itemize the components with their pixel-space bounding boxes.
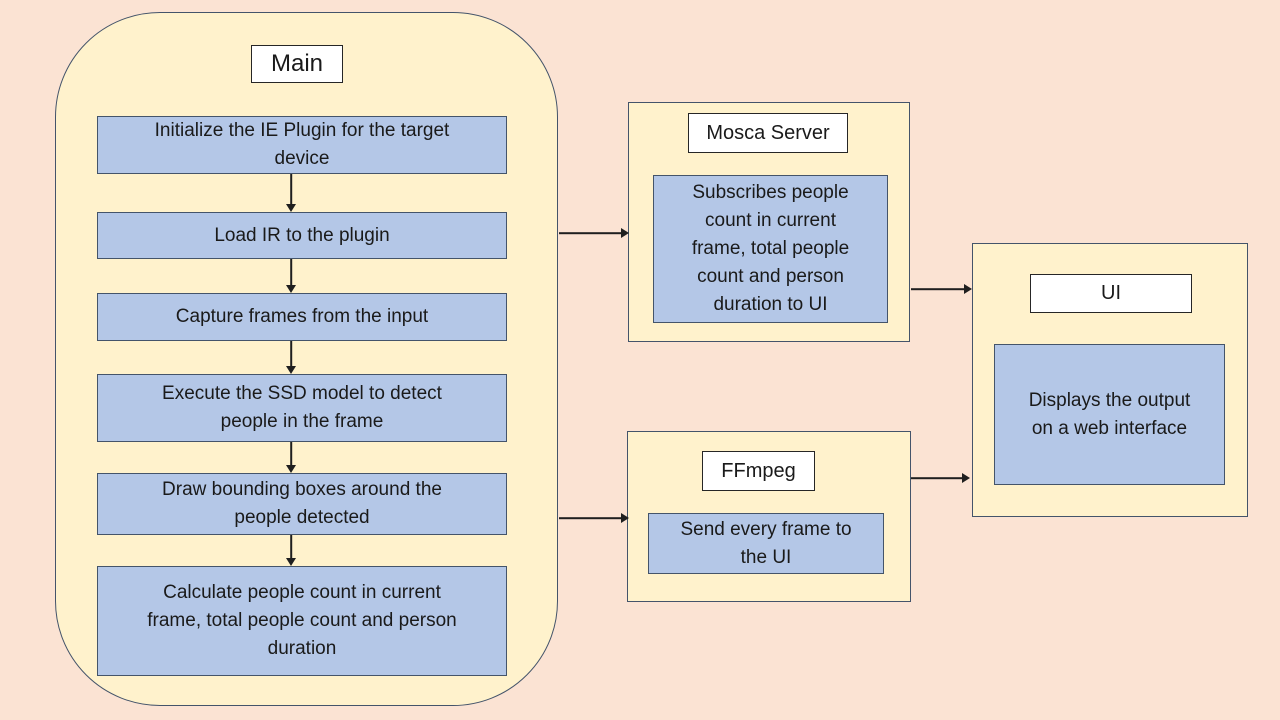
down-arrow-3	[285, 341, 297, 374]
step-box-draw-bounding-boxes: Draw bounding boxes around the people de…	[97, 473, 507, 535]
step-box-capture-frames: Capture frames from the input	[97, 293, 507, 341]
arrow-head	[286, 465, 296, 473]
arrow-head	[286, 285, 296, 293]
arrow-mosca-to-ui	[911, 283, 972, 295]
arrow-main-to-mosca	[559, 227, 629, 239]
arrow-head	[621, 228, 629, 238]
arrow-head	[286, 558, 296, 566]
down-arrow-1	[285, 174, 297, 212]
ui-title: UI	[1030, 274, 1192, 313]
ui-description-box: Displays the output on a web interface	[994, 344, 1225, 485]
main-container: Main Initialize the IE Plugin for the ta…	[55, 12, 558, 706]
mosca-server-container: Mosca Server Subscribes people count in …	[628, 102, 910, 342]
down-arrow-5	[285, 535, 297, 566]
arrow-shaft	[559, 232, 622, 234]
arrow-shaft	[559, 517, 622, 519]
down-arrow-2	[285, 259, 297, 293]
ui-container: UI Displays the output on a web interfac…	[972, 243, 1248, 517]
arrow-head	[621, 513, 629, 523]
arrow-ffmpeg-to-ui	[911, 472, 970, 484]
arrow-shaft	[290, 442, 292, 466]
arrow-shaft	[290, 341, 292, 367]
step-box-load-ir: Load IR to the plugin	[97, 212, 507, 259]
step-box-execute-ssd: Execute the SSD model to detect people i…	[97, 374, 507, 442]
arrow-shaft	[290, 259, 292, 286]
main-title: Main	[251, 45, 343, 83]
ffmpeg-description-box: Send every frame to the UI	[648, 513, 884, 574]
step-box-calculate-count: Calculate people count in current frame,…	[97, 566, 507, 676]
arrow-shaft	[290, 535, 292, 559]
arrow-main-to-ffmpeg	[559, 512, 629, 524]
ffmpeg-container: FFmpeg Send every frame to the UI	[627, 431, 911, 602]
arrow-shaft	[911, 477, 963, 479]
arrow-head	[962, 473, 970, 483]
arrow-head	[286, 204, 296, 212]
mosca-server-title: Mosca Server	[688, 113, 848, 153]
arrow-head	[286, 366, 296, 374]
arrow-shaft	[911, 288, 965, 290]
step-box-initialize-plugin: Initialize the IE Plugin for the target …	[97, 116, 507, 174]
arrow-head	[964, 284, 972, 294]
mosca-server-description-box: Subscribes people count in current frame…	[653, 175, 888, 323]
ffmpeg-title: FFmpeg	[702, 451, 815, 491]
down-arrow-4	[285, 442, 297, 473]
arrow-shaft	[290, 174, 292, 205]
